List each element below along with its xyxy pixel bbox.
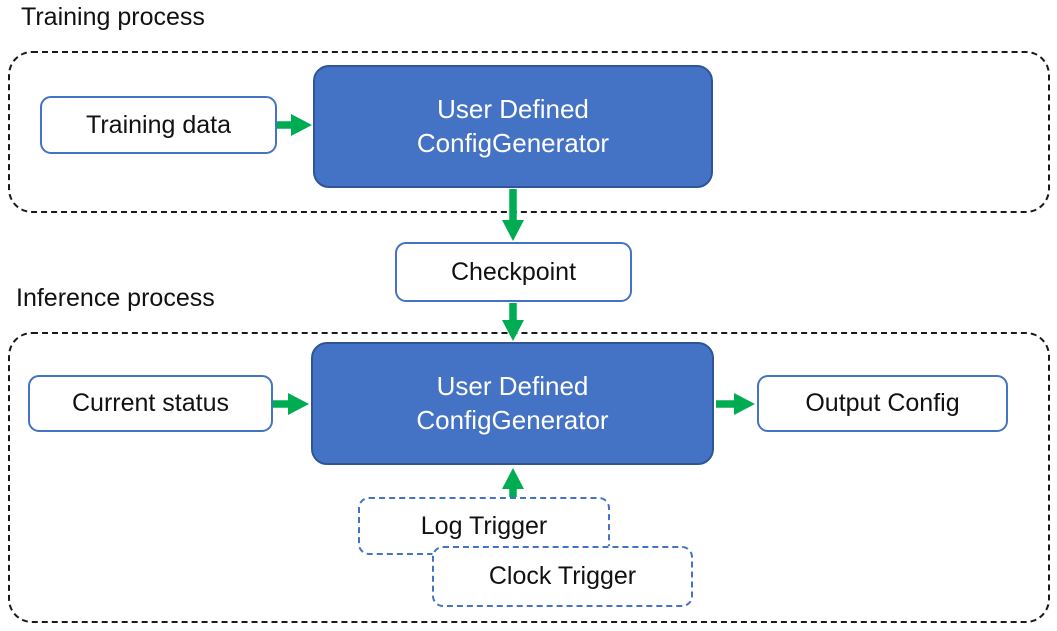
output-config-node: Output Config [757, 375, 1008, 432]
log-trigger-node: Log Trigger [358, 497, 610, 555]
current-status-node: Current status [28, 375, 273, 432]
training-process-label: Training process [21, 3, 205, 31]
training-data-label: Training data [86, 110, 231, 139]
checkpoint-label: Checkpoint [450, 257, 577, 286]
config-generator-inference-label-line1: User Defined [436, 371, 589, 402]
inference-process-container [8, 332, 1050, 623]
config-generator-training-node: User Defined ConfigGenerator [313, 65, 713, 188]
log-trigger-label: Log Trigger [420, 511, 548, 540]
config-generator-training-label-line2: ConfigGenerator [416, 127, 610, 158]
config-generator-inference-label-line2: ConfigGenerator [416, 404, 609, 435]
current-status-label: Current status [71, 389, 229, 417]
training-process-container [8, 51, 1050, 213]
training-data-node: Training data [40, 96, 277, 154]
inference-process-label: Inference process [16, 284, 215, 312]
output-config-label: Output Config [805, 389, 960, 417]
checkpoint-node: Checkpoint [395, 242, 632, 302]
config-generator-training-label-line1: User Defined [437, 94, 589, 125]
clock-trigger-label: Clock Trigger [488, 562, 637, 590]
config-generator-inference-node: User Defined ConfigGenerator [311, 342, 714, 465]
clock-trigger-node: Clock Trigger [432, 546, 693, 607]
